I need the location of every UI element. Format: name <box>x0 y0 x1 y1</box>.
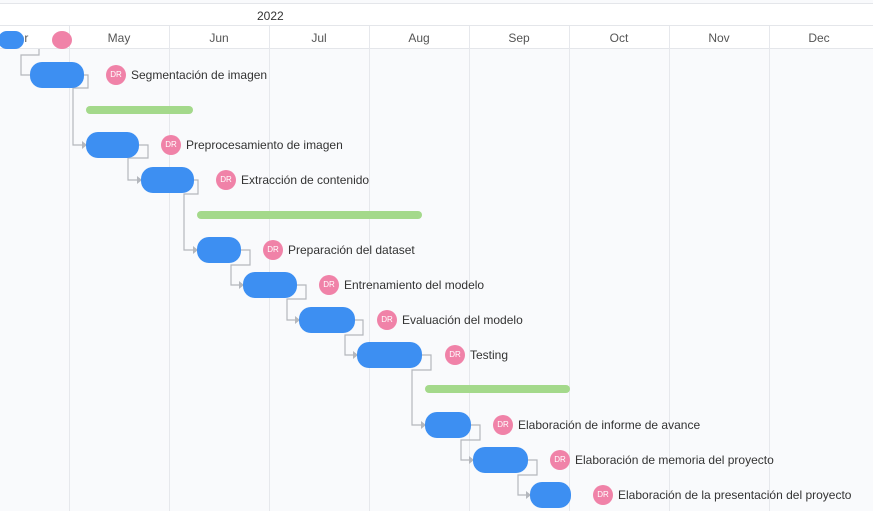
task-label: Preprocesamiento de imagen <box>186 138 343 152</box>
month-gridline <box>769 26 770 511</box>
month-label-jul: Jul <box>311 31 327 45</box>
task-bar[interactable] <box>30 62 84 88</box>
summary-bar[interactable] <box>197 211 422 219</box>
assignee-avatar: DR <box>106 65 126 85</box>
task-bar[interactable] <box>425 412 471 438</box>
month-gridline <box>269 26 270 511</box>
task-bar-partial[interactable] <box>0 31 24 49</box>
task-bar[interactable] <box>197 237 241 263</box>
assignee-avatar: DR <box>377 310 397 330</box>
month-gridline <box>169 26 170 511</box>
task-bar[interactable] <box>299 307 355 333</box>
timeline-month-header: Apr May Jun Jul Aug Sep Oct Nov Dec <box>0 26 873 49</box>
task-bar[interactable] <box>473 447 528 473</box>
assignee-avatar: DR <box>593 485 613 505</box>
task-label: Elaboración de informe de avance <box>518 418 701 432</box>
task-label: Elaboración de la presentación del proye… <box>618 488 852 502</box>
month-label-may: May <box>107 31 131 45</box>
assignee-avatar: DR <box>445 345 465 365</box>
month-label-oct: Oct <box>609 31 629 45</box>
task-bar[interactable] <box>86 132 139 158</box>
task-label: Testing <box>470 348 509 362</box>
month-label-jun: Jun <box>209 31 229 45</box>
month-gridline <box>569 26 570 511</box>
month-gridline <box>669 26 670 511</box>
task-label: Elaboración de memoria del proyecto <box>575 453 774 467</box>
task-bar[interactable] <box>357 342 422 368</box>
task-label: Evaluación del modelo <box>402 313 523 327</box>
month-label-dec: Dec <box>808 31 830 45</box>
month-gridline <box>69 26 70 511</box>
task-label: Entrenamiento del modelo <box>344 278 485 292</box>
task-label: Segmentación de imagen <box>131 68 268 82</box>
summary-bar[interactable] <box>86 106 193 114</box>
timeline-year-header: 2022 <box>0 3 873 26</box>
task-label: Preparación del dataset <box>288 243 415 257</box>
month-gridline <box>369 26 370 511</box>
task-bar[interactable] <box>530 482 571 508</box>
year-label: 2022 <box>257 9 284 23</box>
summary-bar[interactable] <box>425 385 570 393</box>
assignee-avatar: DR <box>216 170 236 190</box>
month-gridline <box>469 26 470 511</box>
assignee-avatar: DR <box>263 240 283 260</box>
assignee-avatar: DR <box>161 135 181 155</box>
assignee-avatar: DR <box>550 450 570 470</box>
task-label: Extracción de contenido <box>241 173 370 187</box>
assignee-avatar: DR <box>493 415 513 435</box>
month-label-aug: Aug <box>408 31 430 45</box>
month-label-sep: Sep <box>508 31 530 45</box>
avatar-partial <box>52 31 72 49</box>
task-bar[interactable] <box>141 167 194 193</box>
task-bar[interactable] <box>243 272 297 298</box>
assignee-avatar: DR <box>319 275 339 295</box>
month-label-nov: Nov <box>708 31 730 45</box>
